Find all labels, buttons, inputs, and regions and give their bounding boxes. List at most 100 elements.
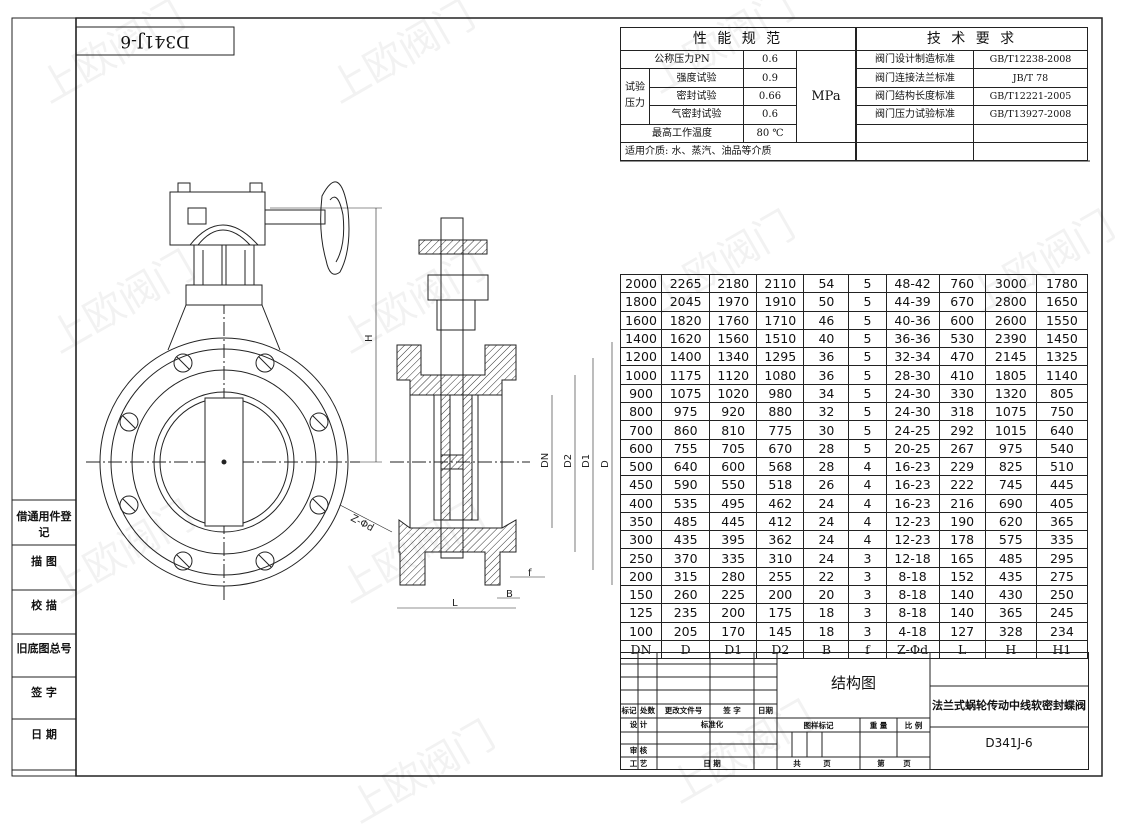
dimension-header-cell: D2 [756,639,805,660]
dimension-cell: 1400 [661,347,711,367]
dimension-cell: 1120 [709,365,758,385]
dimension-cell: 805 [1035,383,1089,404]
dimension-cell: 280 [709,566,758,587]
dimension-cell: 690 [984,493,1037,513]
dimension-cell: 32-34 [885,347,940,367]
dimension-cell: 1820 [661,310,711,330]
dimension-cell: 200 [709,603,758,623]
tb-change-doc-label: 更改文件号 [664,706,703,715]
dimension-cell: 32 [803,402,850,422]
dimension-cell: 860 [661,420,711,440]
dimension-cell: 48-42 [885,273,940,294]
dimension-cell: 36 [803,347,850,367]
dim-label-f: f [528,568,532,579]
product-name: 法兰式蜗轮传动中线软密封蝶阀 [932,699,1086,712]
dimension-cell: 5 [848,365,887,385]
drawing-sheet: D341J-6 借通用件登记 描 图 校 描 旧底图总号 签 字 日 期 性 能… [11,0,1122,832]
dimension-cell: 435 [984,566,1037,587]
dimension-cell: 2045 [661,292,711,312]
dimension-cell: 16-23 [885,493,940,513]
dimension-cell: 4-18 [885,621,940,641]
tb-mark-label: 标记 [621,706,637,715]
dimension-cell: 1325 [1035,347,1089,367]
dimension-cell: 3 [848,603,887,623]
dimension-cell: 2110 [756,273,805,294]
dimension-header-cell: DN [619,639,663,660]
valve-drawing: H DN D2 D1 D Z-Φd f B L [86,181,613,609]
dimension-cell: 54 [803,273,850,294]
dimension-cell: 205 [661,621,711,641]
dimension-cell: 2000 [619,273,663,294]
dimension-cell: 640 [1035,420,1089,440]
dimension-cell: 250 [619,548,663,568]
tb-review-label: 审 核 [629,746,648,755]
dimension-cell: 22 [803,566,850,587]
dimension-cell: 920 [709,402,758,422]
dimension-cell: 1620 [661,328,711,349]
tb-total-label: 共 [793,759,801,768]
dimension-cell: 235 [661,603,711,623]
drawing-code: D341J-6 [985,736,1033,750]
dimension-cell: 8-18 [885,566,940,587]
dimension-cell: 28 [803,456,850,477]
dimension-cell: 750 [1035,402,1089,422]
dimension-cell: 295 [1035,548,1089,568]
dimension-cell: 260 [661,585,711,605]
dimension-cell: 245 [1035,603,1089,623]
dimension-cell: 20-25 [885,438,940,458]
dimension-cell: 315 [661,566,711,587]
dimension-cell: 335 [1035,530,1089,550]
dimension-cell: 412 [756,511,805,532]
dimension-cell: 810 [709,420,758,440]
dimension-cell: 292 [938,420,986,440]
dimension-cell: 1340 [709,347,758,367]
dimension-cell: 1200 [619,347,663,367]
dimension-cell: 760 [938,273,986,294]
dimension-cell: 1760 [709,310,758,330]
dimension-cell: 16-23 [885,475,940,495]
dimension-cell: 575 [984,530,1037,550]
dimension-cell: 300 [619,530,663,550]
dimension-cell: 365 [1035,511,1089,532]
dimension-cell: 500 [619,456,663,477]
dimension-cell: 4 [848,511,887,532]
tb-pattern-mark-label: 图样标记 [803,721,834,730]
dimension-cell: 8-18 [885,603,940,623]
dimension-cell: 600 [709,456,758,477]
dimension-cell: 1295 [756,347,805,367]
dimension-cell: 590 [661,475,711,495]
dimension-cell: 44-39 [885,292,940,312]
dimension-cell: 275 [1035,566,1089,587]
dimension-cell: 255 [756,566,805,587]
dimension-cell: 705 [709,438,758,458]
dimension-cell: 540 [1035,438,1089,458]
dimension-cell: 1140 [1035,365,1089,385]
dimension-cell: 328 [984,621,1037,641]
tb-process-label: 工 艺 [629,759,648,768]
dimension-cell: 435 [661,530,711,550]
dim-label-DN: DN [540,453,551,468]
dimension-cell: 1800 [619,292,663,312]
dimension-cell: 535 [661,493,711,513]
dimension-cell: 24 [803,511,850,532]
dimension-cell: 222 [938,475,986,495]
tb-page2-label: 页 [903,759,911,768]
dimension-cell: 2145 [984,347,1037,367]
dimension-cell: 980 [756,383,805,404]
tb-page-label: 页 [823,759,831,768]
dimension-cell: 350 [619,511,663,532]
dimension-cell: 1020 [709,383,758,404]
dimension-cell: 1600 [619,310,663,330]
dimension-cell: 670 [938,292,986,312]
dimension-cell: 1805 [984,365,1037,385]
dimension-cell: 775 [756,420,805,440]
dimension-cell: 975 [984,438,1037,458]
dimension-cell: 250 [1035,585,1089,605]
